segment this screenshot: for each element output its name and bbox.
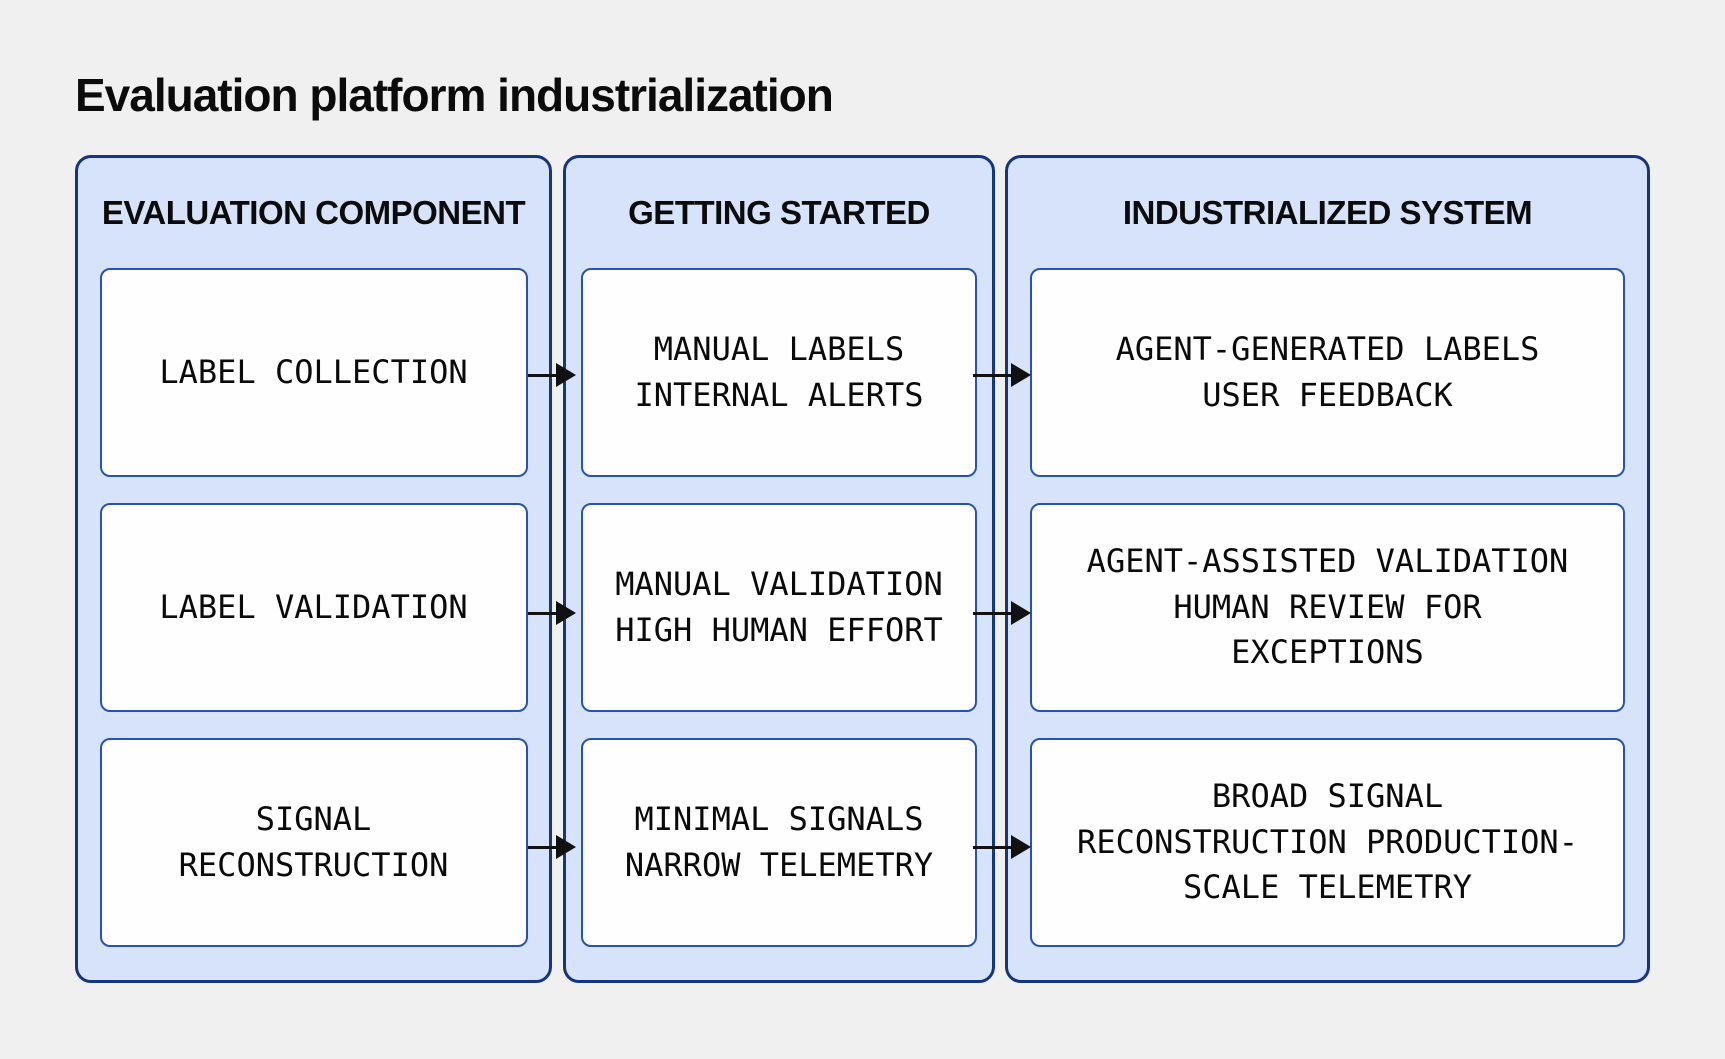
arrow-shaft	[973, 611, 1015, 615]
arrow-right-icon	[973, 363, 1031, 387]
card-agent-assisted-validation: AGENT-ASSISTED VALIDATION HUMAN REVIEW F…	[1030, 503, 1625, 712]
arrow-right-icon	[973, 835, 1031, 859]
column-header-industrialized-system: INDUSTRIALIZED SYSTEM	[1122, 194, 1533, 231]
arrow-right-icon	[528, 363, 576, 387]
card-broad-signal-reconstruction: BROAD SIGNAL RECONSTRUCTION PRODUCTION- …	[1030, 738, 1625, 947]
arrow-head-icon	[1011, 835, 1031, 859]
arrow-right-icon	[528, 835, 576, 859]
arrow-head-icon	[1011, 601, 1031, 625]
card-label-collection: LABEL COLLECTION	[99, 268, 528, 477]
column-header-evaluation-component: EVALUATION COMPONENT	[101, 194, 526, 231]
arrow-right-icon	[973, 601, 1031, 625]
card-label-validation: LABEL VALIDATION	[99, 503, 528, 712]
column-getting-started: GETTING STARTED MANUAL LABELS INTERNAL A…	[563, 155, 995, 983]
card-agent-generated-labels: AGENT-GENERATED LABELS USER FEEDBACK	[1030, 268, 1625, 477]
card-manual-validation: MANUAL VALIDATION HIGH HUMAN EFFORT	[581, 503, 977, 712]
arrow-head-icon	[556, 601, 576, 625]
arrow-head-icon	[1011, 363, 1031, 387]
arrow-shaft	[528, 611, 560, 615]
page-title: Evaluation platform industrialization	[75, 69, 834, 121]
arrow-head-icon	[556, 363, 576, 387]
column-industrialized-system: INDUSTRIALIZED SYSTEM AGENT-GENERATED LA…	[1005, 155, 1650, 983]
column-header-getting-started: GETTING STARTED	[628, 194, 930, 231]
arrow-shaft	[528, 373, 560, 377]
column-evaluation-component: EVALUATION COMPONENT LABEL COLLECTION LA…	[75, 155, 552, 983]
arrow-shaft	[528, 845, 560, 849]
arrow-shaft	[973, 373, 1015, 377]
arrow-shaft	[973, 845, 1015, 849]
arrow-right-icon	[528, 601, 576, 625]
card-minimal-signals: MINIMAL SIGNALS NARROW TELEMETRY	[581, 738, 977, 947]
card-signal-reconstruction: SIGNAL RECONSTRUCTION	[99, 738, 528, 947]
card-manual-labels: MANUAL LABELS INTERNAL ALERTS	[581, 268, 977, 477]
arrow-head-icon	[556, 835, 576, 859]
